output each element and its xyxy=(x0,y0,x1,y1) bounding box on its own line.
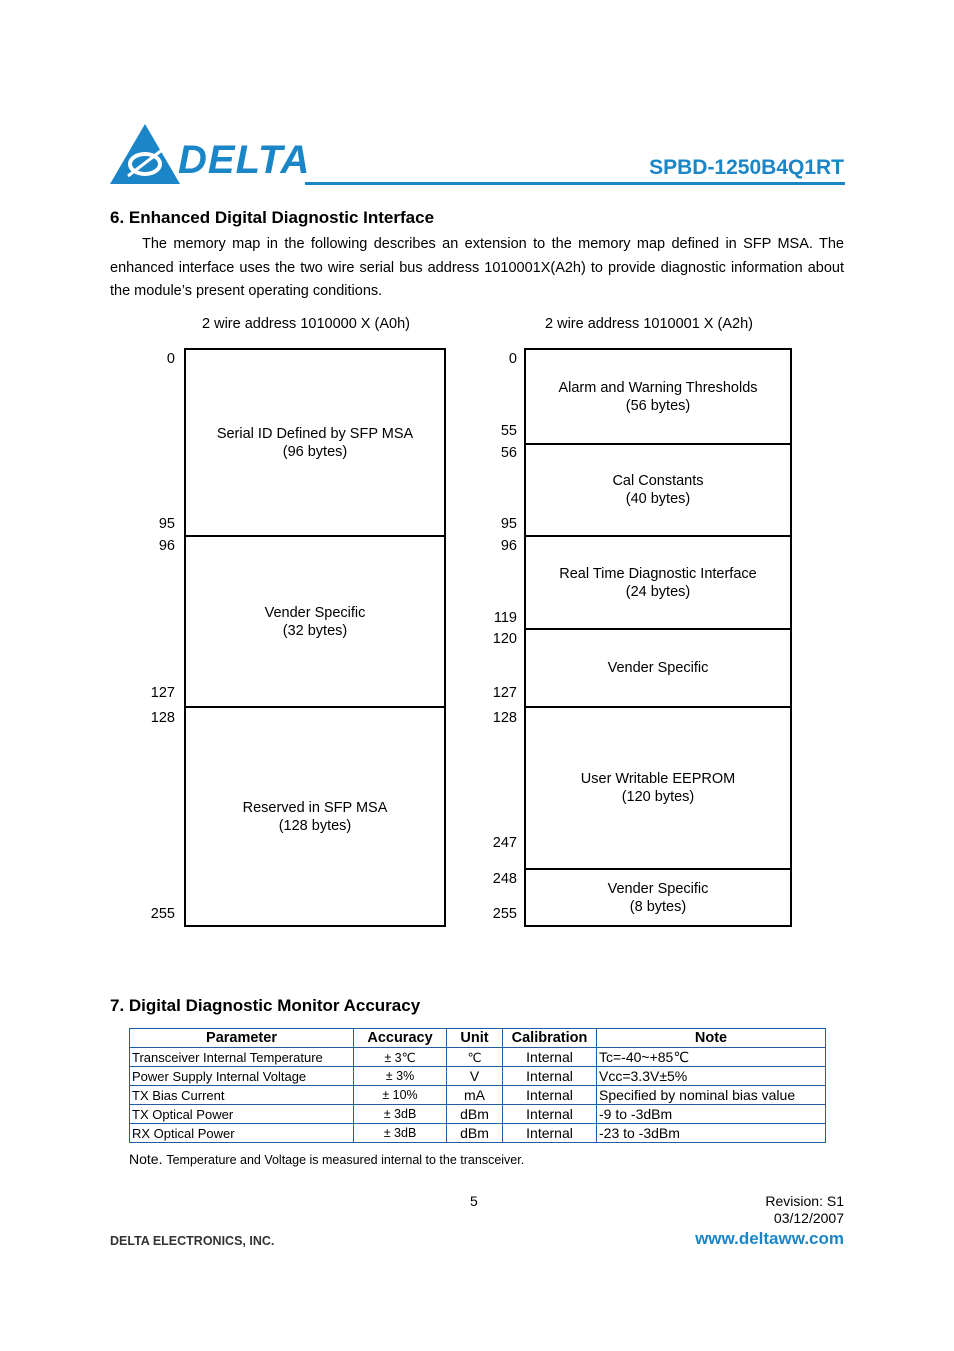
note-text: Temperature and Voltage is measured inte… xyxy=(166,1153,525,1167)
a2-addr-127: 127 xyxy=(492,685,517,701)
a0-addr-96: 96 xyxy=(158,538,175,554)
col-header-unit: Unit xyxy=(446,1028,503,1048)
a0-block-reserved: Reserved in SFP MSA(128 bytes) xyxy=(184,706,446,927)
table-row: RX Optical Power ± 3dB dBm Internal -23 … xyxy=(129,1123,826,1143)
a2-block-vender-specific-8: Vender Specific(8 bytes) xyxy=(524,868,792,927)
table-note: Note. Temperature and Voltage is measure… xyxy=(129,1151,524,1167)
map-a2-title: 2 wire address 1010001 X (A2h) xyxy=(545,316,753,332)
a2-addr-247: 247 xyxy=(492,835,517,851)
company-name: DELTA ELECTRONICS, INC. xyxy=(110,1234,275,1248)
col-header-calibration: Calibration xyxy=(502,1028,597,1048)
revision-date: 03/12/2007 xyxy=(773,1210,844,1226)
a2-addr-119: 119 xyxy=(493,610,517,626)
a2-addr-120: 120 xyxy=(492,631,517,647)
a2-block-alarm-thresholds: Alarm and Warning Thresholds(56 bytes) xyxy=(524,348,792,445)
a0-block-serial-id: Serial ID Defined by SFP MSA(96 bytes) xyxy=(184,348,446,537)
a2-block-cal-constants: Cal Constants(40 bytes) xyxy=(524,443,792,537)
a0-addr-255: 255 xyxy=(150,906,175,922)
delta-triangle-icon xyxy=(110,124,180,184)
a2-block-vender-specific: Vender Specific xyxy=(524,628,792,708)
accuracy-table: Parameter Accuracy Unit Calibration Note… xyxy=(129,1028,826,1143)
website-link[interactable]: www.deltaww.com xyxy=(695,1229,844,1248)
logo-wordmark: DELTA xyxy=(178,138,311,182)
a0-addr-128: 128 xyxy=(150,710,175,726)
table-row: TX Bias Current ± 10% mA Internal Specif… xyxy=(129,1085,826,1105)
col-header-parameter: Parameter xyxy=(129,1028,354,1048)
table-row: Transceiver Internal Temperature ± 3℃ ℃ … xyxy=(129,1047,826,1067)
a2-addr-128: 128 xyxy=(492,710,517,726)
col-header-note: Note xyxy=(596,1028,826,1048)
revision: Revision: S1 xyxy=(765,1193,844,1209)
a2-addr-255: 255 xyxy=(492,906,517,922)
table-row: Power Supply Internal Voltage ± 3% V Int… xyxy=(129,1066,826,1086)
a0-addr-95: 95 xyxy=(158,516,175,532)
page-number: 5 xyxy=(470,1193,478,1209)
a2-addr-96: 96 xyxy=(500,538,517,554)
a0-addr-127: 127 xyxy=(150,685,175,701)
section-6-paragraph: The memory map in the following describe… xyxy=(110,236,844,299)
a2-addr-248: 248 xyxy=(492,871,517,887)
col-header-accuracy: Accuracy xyxy=(353,1028,447,1048)
a2-addr-55: 55 xyxy=(500,423,517,439)
header-rule xyxy=(305,182,845,185)
section-7-heading: 7. Digital Diagnostic Monitor Accuracy xyxy=(110,996,421,1015)
a0-block-vender-specific: Vender Specific(32 bytes) xyxy=(184,535,446,708)
a2-block-user-eeprom: User Writable EEPROM(120 bytes) xyxy=(524,706,792,870)
a0-addr-0: 0 xyxy=(166,351,175,367)
table-row: TX Optical Power ± 3dB dBm Internal -9 t… xyxy=(129,1104,826,1124)
note-label: Note. xyxy=(129,1151,163,1167)
a2-addr-0: 0 xyxy=(508,351,517,367)
table-header-row: Parameter Accuracy Unit Calibration Note xyxy=(129,1028,826,1048)
delta-logo: DELTA xyxy=(110,124,309,186)
section-6-heading: 6. Enhanced Digital Diagnostic Interface xyxy=(110,208,435,227)
a2-block-real-time-diagnostic: Real Time Diagnostic Interface(24 bytes) xyxy=(524,535,792,630)
a2-addr-95: 95 xyxy=(500,516,517,532)
a2-addr-56: 56 xyxy=(500,445,517,461)
model-number: SPBD-1250B4Q1RT xyxy=(649,156,844,179)
map-a0-title: 2 wire address 1010000 X (A0h) xyxy=(202,316,410,332)
